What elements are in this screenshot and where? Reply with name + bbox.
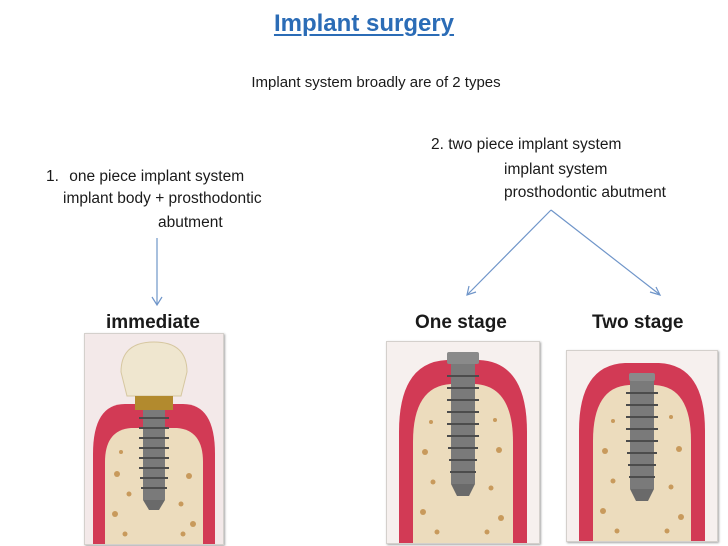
branch-arrow-icon: [466, 209, 662, 296]
two-piece-heading: 2. two piece implant system: [431, 136, 622, 153]
one-piece-heading-text: one piece implant system: [69, 168, 245, 185]
arrow-down-icon: [151, 238, 163, 307]
one-stage-implant-image: [386, 341, 540, 544]
two-stage-implant-image: [566, 350, 718, 542]
subtitle: Implant system broadly are of 2 types: [251, 74, 501, 91]
one-piece-number: 1.: [46, 168, 59, 185]
one-piece-heading: 1. one piece implant system: [46, 166, 244, 187]
two-piece-line3: prosthodontic abutment: [504, 184, 666, 201]
two-piece-line2: implant system: [504, 161, 608, 178]
one-piece-line3: abutment: [158, 214, 223, 231]
immediate-implant-image: [84, 333, 224, 545]
one-piece-line2: implant body + prosthodontic: [63, 190, 262, 207]
label-two-stage: Two stage: [592, 312, 684, 333]
label-immediate: immediate: [106, 312, 200, 333]
page-title: Implant surgery: [273, 10, 455, 37]
label-one-stage: One stage: [415, 312, 507, 333]
